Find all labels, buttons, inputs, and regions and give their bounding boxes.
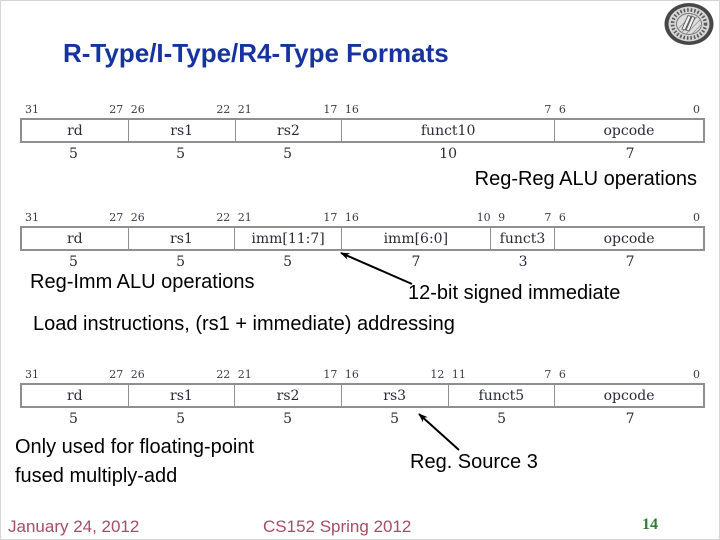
field-imm-11-7-: imm[11:7] [235, 228, 342, 249]
field-width: 5 [69, 254, 78, 270]
bit-number: 27 26 [109, 368, 145, 381]
field-width: 5 [283, 254, 293, 270]
bit-number: 7 6 [544, 368, 566, 381]
university-seal-logo [664, 3, 714, 45]
bit-number: 17 16 [323, 211, 359, 224]
bit-position-ruler: 31 27 26 22 21 17 16 7 6 0 [20, 103, 705, 117]
bit-position-ruler: 31 27 26 22 21 17 16 12 11 7 6 0 [20, 368, 705, 382]
field-rs3: rs3 [342, 385, 449, 406]
field-width-labels: 5 5 5 5 5 7 [20, 411, 705, 427]
field-width-labels: 5 5 5 10 7 [20, 146, 705, 162]
field-opcode: opcode [603, 122, 655, 139]
bit-number: 31 [25, 211, 39, 224]
footer-date: January 24, 2012 [8, 517, 140, 536]
floating-point-annotation-line1: Only used for floating-point [15, 436, 255, 458]
field-rd: rd [22, 228, 129, 249]
field-width: 5 [176, 411, 186, 427]
load-instructions-annotation: Load instructions, (rs1 + immediate) add… [33, 313, 455, 335]
bit-number: 7 6 [544, 103, 566, 116]
field-width: 5 [69, 411, 78, 427]
field-width-labels: 5 5 5 7 3 7 [20, 254, 705, 270]
field-width: 3 [518, 254, 528, 270]
field-width: 5 [176, 254, 186, 270]
reg-imm-annotation: Reg-Imm ALU operations [30, 271, 255, 293]
bit-position-ruler: 31 27 26 22 21 17 16 10 9 7 6 0 [20, 211, 705, 225]
field-rs1: rs1 [129, 120, 236, 141]
immediate-annotation: 12-bit signed immediate [408, 282, 621, 304]
field-width: 5 [283, 146, 293, 162]
bit-number: 7 6 [544, 211, 566, 224]
field-width: 5 [176, 146, 186, 162]
field-funct10: funct10 [342, 120, 555, 141]
floating-point-annotation: Only used for floating-point fused multi… [15, 433, 254, 491]
field-width: 7 [625, 254, 635, 270]
bit-number: 22 21 [216, 103, 252, 116]
bit-number: 12 11 [430, 368, 466, 381]
field-rd: rd [22, 120, 129, 141]
bit-number: 22 21 [216, 211, 252, 224]
field-opcode: opcode [603, 387, 655, 404]
reg-source3-annotation: Reg. Source 3 [410, 451, 538, 473]
floating-point-annotation-line2: fused multiply-add [15, 465, 178, 487]
field-width: 5 [69, 146, 78, 162]
bit-number: 17 16 [323, 368, 359, 381]
field-width: 7 [625, 146, 635, 162]
bit-number: 0 [693, 368, 700, 381]
field-funct3: funct3 [491, 228, 556, 249]
footer-course: CS152 Spring 2012 [263, 517, 412, 536]
bit-number: 17 16 [323, 103, 359, 116]
bit-number: 27 26 [109, 211, 145, 224]
field-rs1: rs1 [129, 385, 236, 406]
bit-number: 0 [693, 211, 700, 224]
field-width: 7 [411, 254, 421, 270]
field-imm-6-0-: imm[6:0] [342, 228, 491, 249]
field-width: 10 [439, 146, 458, 162]
field-rs2: rs2 [236, 120, 343, 141]
field-width: 5 [283, 411, 293, 427]
field-width: 7 [625, 411, 635, 427]
bit-number: 0 [693, 103, 700, 116]
field-funct5: funct5 [449, 385, 556, 406]
bit-number: 10 9 [476, 211, 506, 224]
field-opcode: opcode [603, 230, 655, 247]
page-number: 14 [642, 516, 658, 533]
field-rs2: rs2 [235, 385, 342, 406]
field-rs1: rs1 [129, 228, 236, 249]
bit-number: 31 [25, 368, 39, 381]
bit-number: 31 [25, 103, 39, 116]
bit-number: 27 26 [109, 103, 145, 116]
reg-reg-annotation: Reg-Reg ALU operations [474, 168, 697, 190]
page-title: R-Type/I-Type/R4-Type Formats [63, 38, 449, 68]
field-width: 5 [497, 411, 507, 427]
bit-number: 22 21 [216, 368, 252, 381]
field-width: 5 [390, 411, 400, 427]
field-rd: rd [22, 385, 129, 406]
